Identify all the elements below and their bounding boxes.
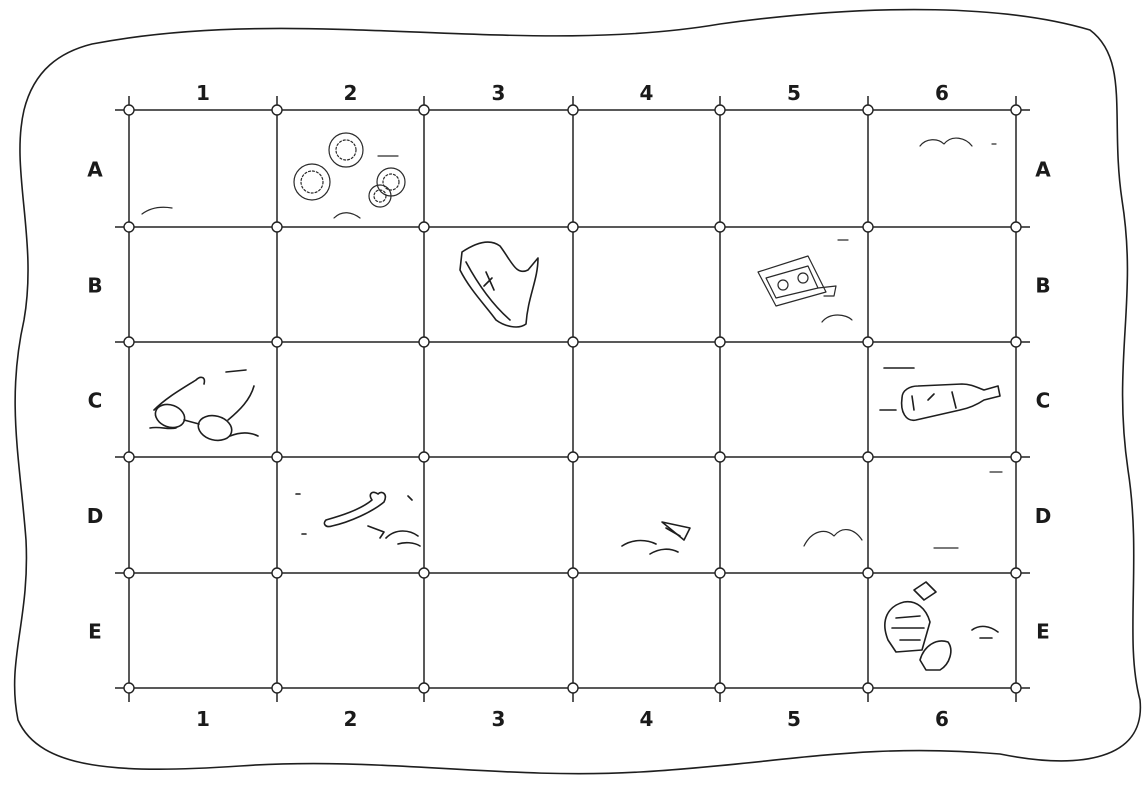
grid-node xyxy=(863,105,873,115)
bottle-icon xyxy=(880,368,1000,420)
coins-icon xyxy=(294,133,405,218)
column-label-bottom: 4 xyxy=(640,707,654,731)
grid-node xyxy=(568,222,578,232)
row-label-right: A xyxy=(1035,158,1051,182)
grid-node xyxy=(568,452,578,462)
column-label-top: 6 xyxy=(935,81,949,105)
row-label-right: B xyxy=(1035,274,1050,298)
grid-node xyxy=(1011,683,1021,693)
grid-node xyxy=(419,222,429,232)
row-label-left: B xyxy=(87,274,102,298)
sneaker-icon xyxy=(460,242,538,327)
grid-node xyxy=(568,568,578,578)
grid-node xyxy=(863,452,873,462)
grid-node xyxy=(1011,105,1021,115)
grid-node xyxy=(272,452,282,462)
grid-node xyxy=(1011,222,1021,232)
column-label-top: 2 xyxy=(344,81,358,105)
grid-node xyxy=(124,337,134,347)
grid-node xyxy=(272,337,282,347)
row-label-left: C xyxy=(88,389,103,413)
grid-node xyxy=(715,222,725,232)
column-label-top: 1 xyxy=(196,81,210,105)
column-label-top: 3 xyxy=(492,81,506,105)
column-label-bottom: 1 xyxy=(196,707,210,731)
column-label-top: 5 xyxy=(787,81,801,105)
grid-node xyxy=(863,337,873,347)
row-label-right: D xyxy=(1035,504,1052,528)
column-label-bottom: 2 xyxy=(344,707,358,731)
row-label-right: C xyxy=(1036,389,1051,413)
row-label-left: E xyxy=(88,620,102,644)
arrowhead-icon xyxy=(622,522,690,554)
grid-node xyxy=(419,337,429,347)
grid-node xyxy=(863,222,873,232)
broken-pottery-icon xyxy=(885,582,998,670)
grid-node xyxy=(1011,568,1021,578)
grid-node xyxy=(124,222,134,232)
grid-node xyxy=(272,105,282,115)
grid-node xyxy=(272,683,282,693)
cassette-tape-icon xyxy=(758,240,852,322)
grid-node xyxy=(124,683,134,693)
grid-node xyxy=(1011,337,1021,347)
grid-node xyxy=(419,568,429,578)
grid-node xyxy=(124,568,134,578)
grid-node xyxy=(568,337,578,347)
grid-node xyxy=(124,452,134,462)
grid-lines xyxy=(115,96,1030,702)
grid-node xyxy=(419,683,429,693)
grid-node xyxy=(715,105,725,115)
grid-node xyxy=(419,452,429,462)
row-label-left: D xyxy=(87,504,104,528)
column-label-bottom: 5 xyxy=(787,707,801,731)
eyeglasses-icon xyxy=(150,370,258,444)
row-label-right: E xyxy=(1036,620,1050,644)
column-label-bottom: 6 xyxy=(935,707,949,731)
grid-node xyxy=(863,683,873,693)
grid-node xyxy=(272,222,282,232)
grid-node xyxy=(272,568,282,578)
grid-node xyxy=(715,337,725,347)
grid-node xyxy=(568,683,578,693)
column-label-top: 4 xyxy=(640,81,654,105)
grid-node xyxy=(715,452,725,462)
bone-icon xyxy=(296,492,420,546)
grid-node xyxy=(419,105,429,115)
grid-node xyxy=(1011,452,1021,462)
grid-node xyxy=(863,568,873,578)
grid-node xyxy=(715,683,725,693)
row-label-left: A xyxy=(87,158,103,182)
grid-node xyxy=(715,568,725,578)
grid-node xyxy=(124,105,134,115)
column-label-bottom: 3 xyxy=(492,707,506,731)
map-border xyxy=(15,10,1141,774)
grid-node xyxy=(568,105,578,115)
